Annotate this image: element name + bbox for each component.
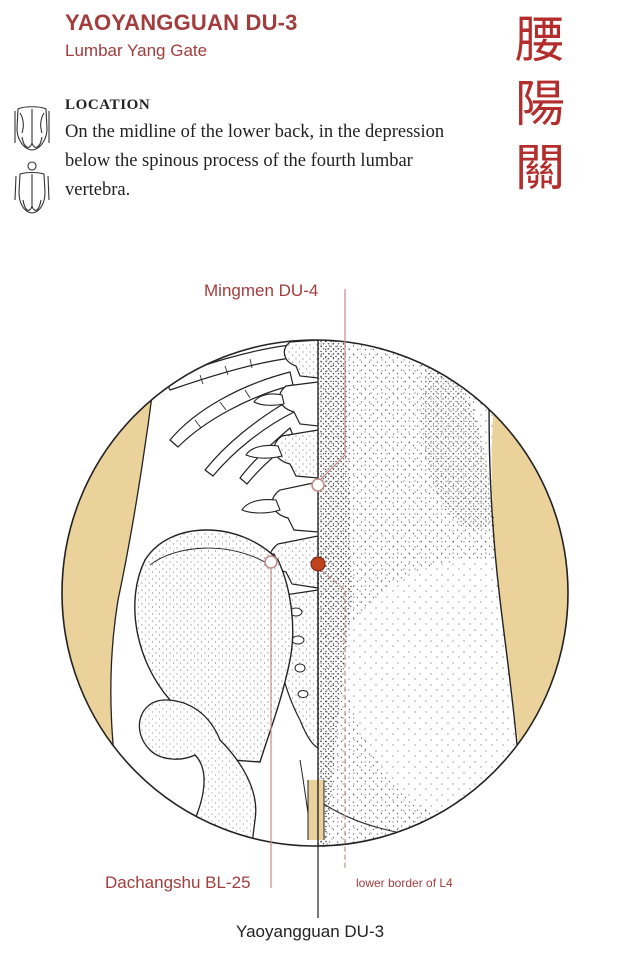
chinese-char-1: 腰 <box>515 11 565 69</box>
mingmen-label: Mingmen DU-4 <box>204 281 319 300</box>
point-subtitle: Lumbar Yang Gate <box>65 41 208 60</box>
chinese-char-3: 關 <box>515 139 565 197</box>
mingmen-leader-line <box>317 289 346 483</box>
yaoyangguan-point <box>310 556 326 572</box>
mingmen-point <box>311 478 325 492</box>
location-heading: LOCATION <box>65 97 151 113</box>
yaoyangguan-label: Yaoyangguan DU-3 <box>236 922 385 941</box>
back-view-torso-icon <box>14 161 50 214</box>
lower-border-label: lower border of L4 <box>356 876 453 890</box>
point-title: YAOYANGGUAN DU-3 <box>65 10 298 35</box>
dachangshu-point <box>264 555 278 569</box>
diagram-inner <box>62 340 568 846</box>
lower-border-leader-line <box>320 569 346 868</box>
chinese-name: 腰 陽 關 <box>505 8 575 200</box>
dachangshu-label: Dachangshu BL-25 <box>105 873 251 892</box>
chinese-char-2: 陽 <box>515 75 565 133</box>
back-view-figure-icon <box>14 106 50 151</box>
location-description: On the midline of the lower back, in the… <box>65 122 445 200</box>
